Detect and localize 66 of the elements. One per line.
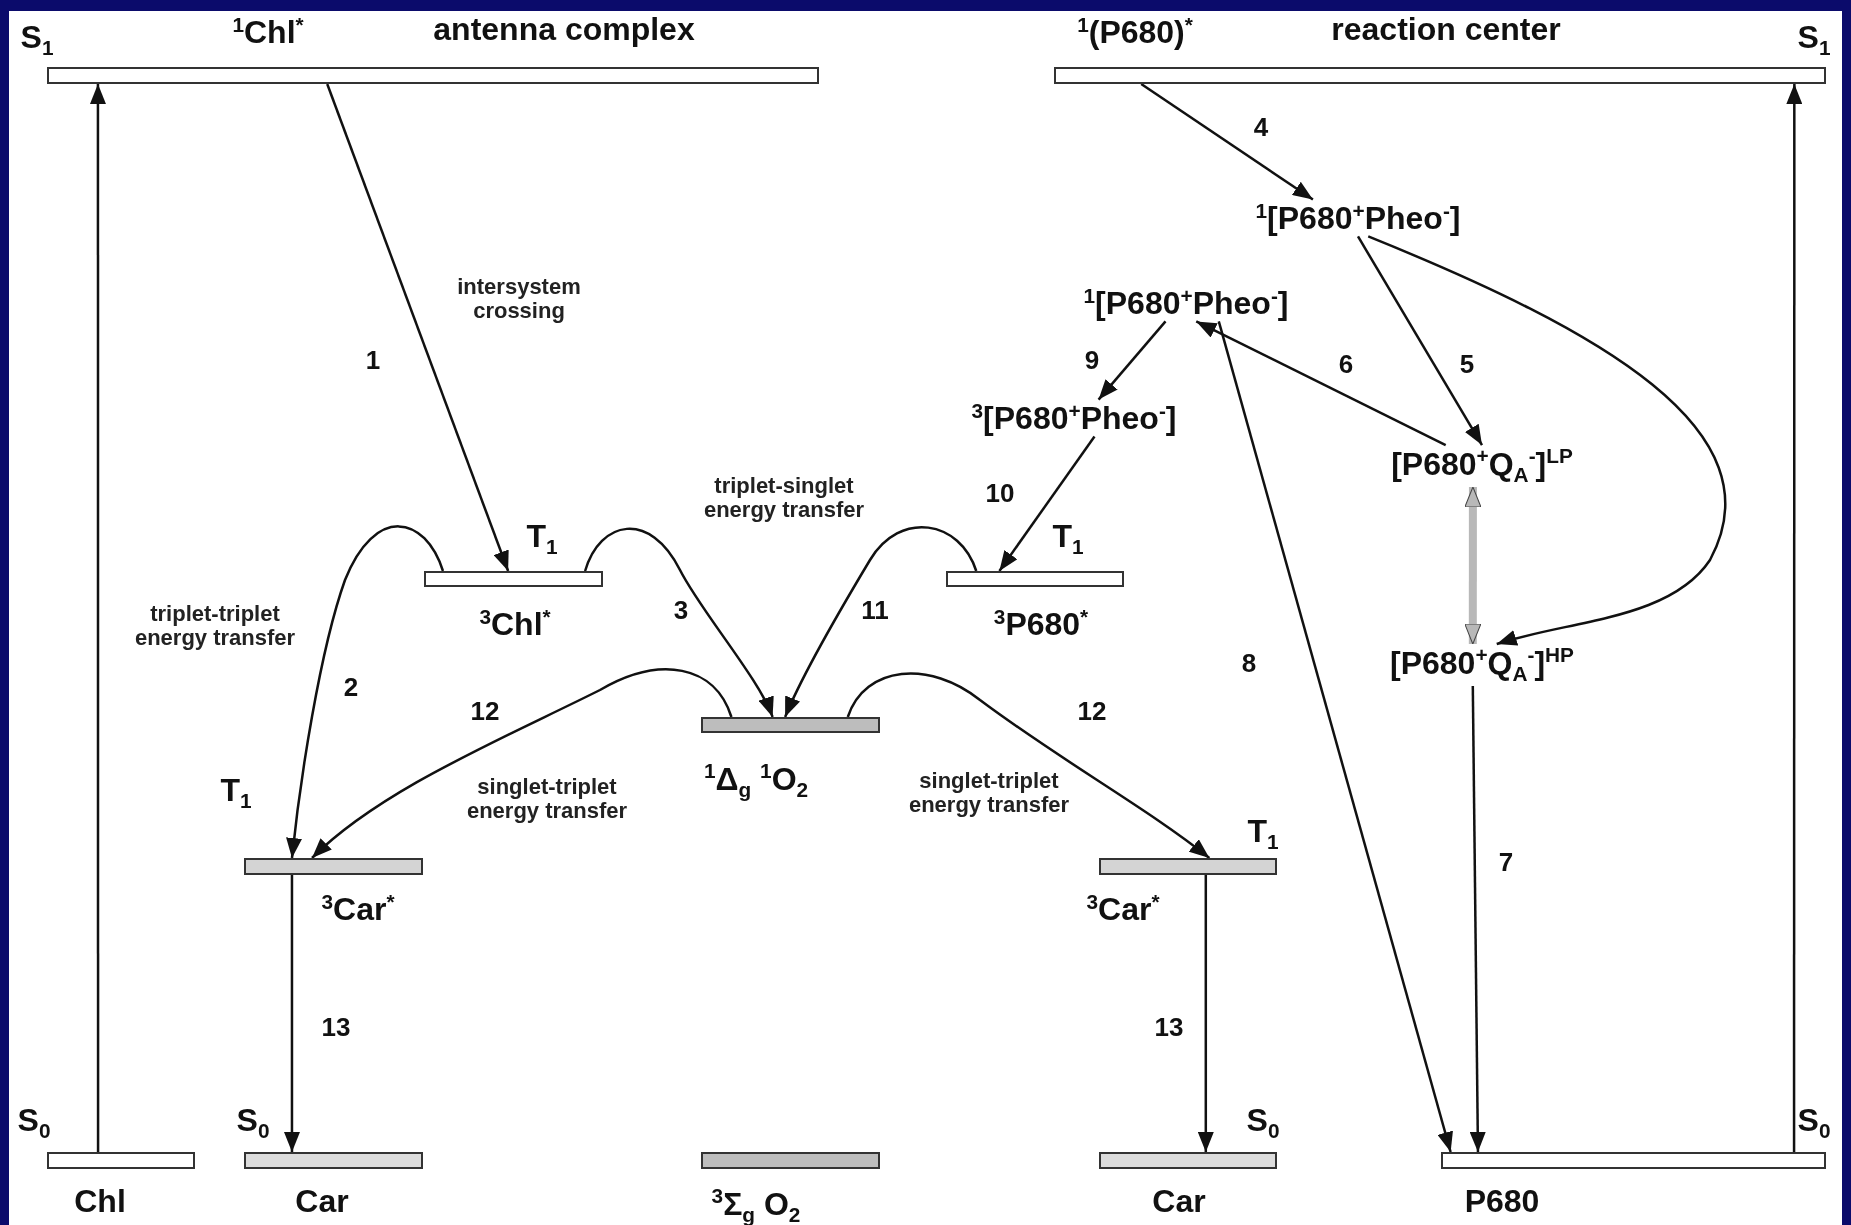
arrow [1197, 875, 1214, 1152]
state-label: Car [295, 1184, 349, 1220]
process-label: singlet-triplet energy transfer [465, 774, 629, 824]
level-label: T$_{1}$ [220, 772, 252, 814]
arrow [583, 527, 774, 718]
arrow [1097, 320, 1167, 401]
step-number: 1 [365, 345, 381, 375]
state-label: Car [1152, 1184, 1206, 1220]
arrow [326, 83, 510, 572]
level-label: S$_{0}$ [17, 1102, 51, 1144]
state-label: $^{3}$Car$^{*}$ [321, 890, 395, 928]
state-label: $^{3}$Car$^{*}$ [1086, 890, 1160, 928]
step-number: 12 [470, 696, 500, 726]
process-label: intersystem crossing [456, 274, 582, 324]
state-label: $^{1}$Chl$^{*}$ [232, 13, 304, 51]
step-number: 13 [321, 1012, 351, 1042]
state-label: [P680$^{+}$Q$_{A}$$^{-}$]$^{LP}$ [1391, 445, 1573, 487]
state-label: $^{3}$[P680$^{+}$Pheo$^{-}$] [971, 399, 1177, 437]
level-label: S$_{0}$ [236, 1102, 270, 1144]
arrow [1217, 321, 1453, 1153]
complex-label: reaction center [1331, 12, 1561, 48]
arrow [784, 526, 978, 718]
state-label: $^{1}$(P680)$^{*}$ [1077, 13, 1193, 51]
step-number: 3 [673, 595, 689, 625]
step-number: 7 [1498, 847, 1514, 877]
arrow [1140, 82, 1314, 201]
level-label: T$_{1}$ [1247, 813, 1279, 855]
step-number: 6 [1338, 349, 1354, 379]
step-number: 11 [861, 595, 889, 625]
step-number: 13 [1154, 1012, 1184, 1042]
arrow [1195, 320, 1447, 447]
arrow [286, 525, 445, 859]
state-label: $^{3}$Chl$^{*}$ [479, 605, 551, 643]
arrow [311, 668, 733, 859]
level-label: T$_{1}$ [1052, 518, 1084, 560]
level-label: T$_{1}$ [526, 518, 558, 560]
arrow [283, 875, 300, 1152]
state-label: $^{1}$[P680$^{+}$Pheo$^{-}$] [1255, 199, 1461, 237]
level-label: S$_{0}$ [1797, 1102, 1831, 1144]
step-number: 5 [1459, 349, 1475, 379]
arrow [1786, 84, 1803, 1152]
arrow [1367, 235, 1726, 647]
level-label: S$_{1}$ [1797, 19, 1831, 61]
state-label: Chl [74, 1184, 126, 1220]
state-label: P680 [1464, 1184, 1540, 1220]
arrow [1356, 235, 1484, 446]
process-label: triplet-singlet energy transfer [702, 473, 866, 523]
arrow [1469, 685, 1486, 1152]
state-label: $^{3}$P680$^{*}$ [993, 605, 1089, 643]
process-label: triplet-triplet energy transfer [133, 601, 297, 651]
step-number: 10 [985, 478, 1015, 508]
arrow [89, 84, 106, 1152]
level-label: S$_{0}$ [1246, 1102, 1280, 1144]
state-label: [P680$^{+}$Q$_{A}$$^{-}$]$^{HP}$ [1390, 644, 1574, 686]
step-number: 2 [343, 672, 359, 702]
step-number: 8 [1241, 648, 1257, 678]
state-label: $^{1}$Δ$_{g}$ $^{1}$O$_{2}$ [703, 760, 809, 802]
step-number: 9 [1084, 345, 1100, 375]
arrow [846, 672, 1211, 859]
arrow [998, 435, 1096, 572]
process-label: singlet-triplet energy transfer [907, 768, 1071, 818]
state-label: $^{1}$[P680$^{+}$Pheo$^{-}$] [1083, 284, 1289, 322]
complex-label: antenna complex [433, 12, 695, 48]
step-number: 12 [1077, 696, 1107, 726]
level-label: S$_{1}$ [20, 19, 54, 61]
step-number: 4 [1253, 112, 1269, 142]
